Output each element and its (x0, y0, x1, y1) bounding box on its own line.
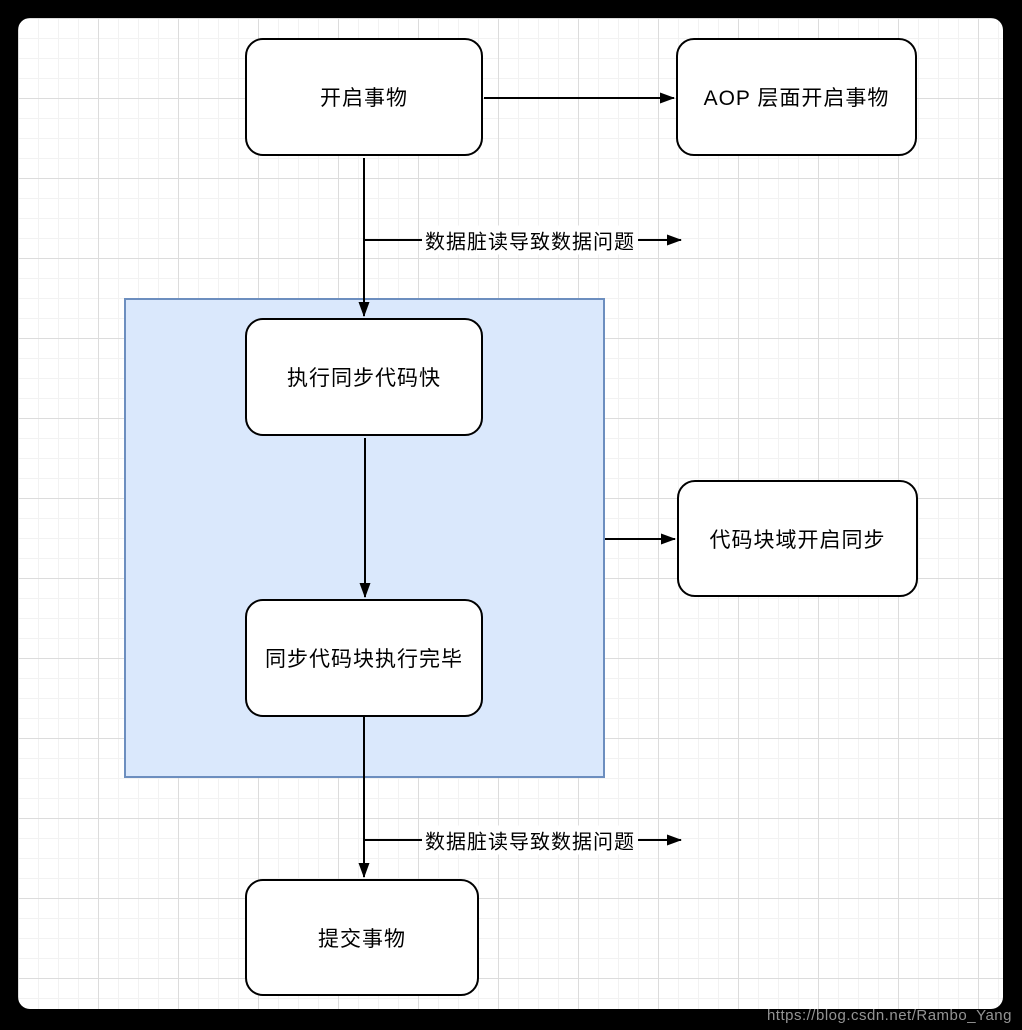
node-label: AOP 层面开启事物 (703, 87, 890, 110)
edge-label-dirty-read-top: 数据脏读导致数据问题 (422, 225, 638, 255)
node-label: 开启事物 (320, 87, 408, 110)
flowchart-node-sync-block-done: 同步代码块执行完毕 (245, 599, 483, 717)
flowchart-node-aop-transaction: AOP 层面开启事物 (676, 38, 917, 156)
flowchart-node-start-transaction: 开启事物 (245, 38, 483, 156)
watermark-url: https://blog.csdn.net/Rambo_Yang (766, 1007, 1012, 1024)
node-label: 执行同步代码快 (287, 367, 441, 390)
edge-label-dirty-read-bottom: 数据脏读导致数据问题 (422, 825, 638, 855)
node-label: 代码块域开启同步 (709, 528, 886, 552)
flowchart-node-code-block-sync: 代码块域开启同步 (677, 480, 918, 597)
flowchart-node-commit-transaction: 提交事物 (245, 879, 479, 996)
diagram-canvas: 开启事物 AOP 层面开启事物 执行同步代码快 同步代码块执行完毕 代码块域开启… (18, 18, 1003, 1009)
node-label: 同步代码块执行完毕 (265, 648, 463, 671)
flowchart-node-exec-sync-block: 执行同步代码快 (245, 318, 483, 436)
node-label: 提交事物 (318, 927, 406, 951)
